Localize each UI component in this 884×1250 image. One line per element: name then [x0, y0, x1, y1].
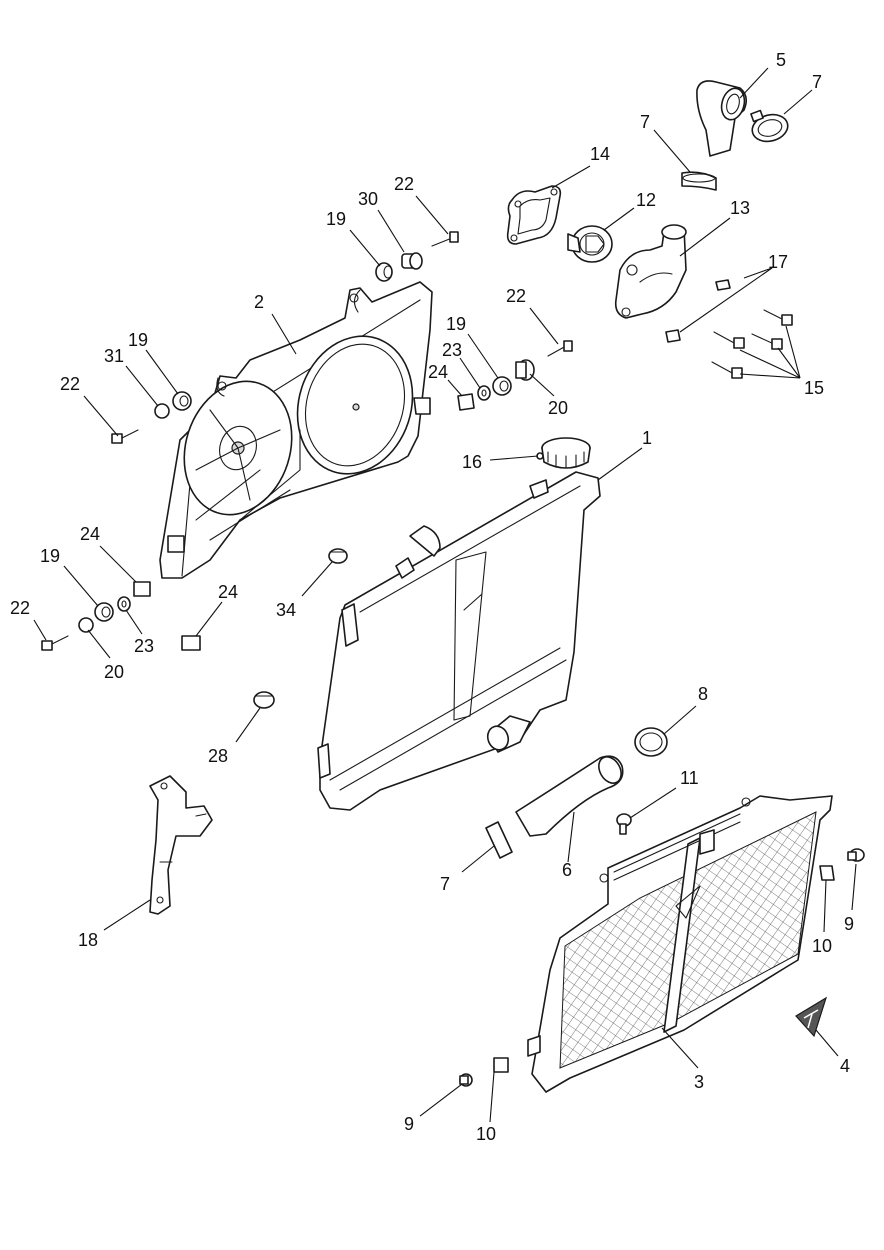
part-bolt-15d [711, 361, 743, 379]
part-bolt-22-lower [41, 635, 69, 651]
part-hose-clamp-middle [681, 171, 717, 191]
part-radiator-guard [527, 795, 833, 1093]
callout-8: 8 [698, 684, 708, 704]
part-dowel-pin-2 [665, 329, 681, 343]
part-gasket [506, 185, 562, 245]
callout-3: 3 [694, 1072, 704, 1092]
part-grommet-19-lower [94, 602, 114, 622]
callout-24-left-lower: 24 [218, 582, 238, 602]
part-screw-11 [616, 813, 632, 835]
part-thermostat [567, 225, 613, 263]
part-grommet-19-right [492, 376, 512, 396]
callout-18: 18 [78, 930, 98, 950]
part-dowel-pin-1 [715, 279, 731, 291]
part-grommet-19-top [375, 262, 393, 282]
part-lower-hose [515, 755, 624, 837]
part-clip-28 [253, 691, 275, 709]
callout-1: 1 [642, 428, 652, 448]
part-screw-9-right [847, 848, 865, 862]
callout-19-left: 19 [128, 330, 148, 350]
part-filler-cap [536, 437, 591, 469]
part-clip-24-right [457, 393, 475, 411]
callout-24-left-upper: 24 [80, 524, 100, 544]
part-bush-31 [154, 403, 170, 419]
part-bush-20-lower [78, 617, 94, 633]
callout-28: 28 [208, 746, 228, 766]
callout-34: 34 [276, 600, 296, 620]
part-hose-clamp-top [750, 109, 789, 143]
part-hose-clamp-lower [485, 821, 513, 859]
part-washer-23-lower [117, 596, 131, 612]
callout-7-top-right: 7 [812, 72, 822, 92]
part-grommet-19-left [172, 391, 192, 411]
part-badge-4 [795, 996, 828, 1038]
callout-23-right: 23 [442, 340, 462, 360]
part-bolt-22-right [547, 340, 573, 357]
callout-10-lower: 10 [476, 1124, 496, 1144]
part-screw-9-lower [459, 1073, 473, 1087]
callout-22-right: 22 [506, 286, 526, 306]
callout-5: 5 [776, 50, 786, 70]
part-fan-shroud [159, 281, 433, 579]
part-bolt-22-top [431, 231, 459, 247]
part-nut-10-lower [493, 1057, 509, 1073]
part-washer-23-right [477, 385, 491, 401]
callout-14: 14 [590, 144, 610, 164]
callout-6: 6 [562, 860, 572, 880]
part-spacer-30 [401, 252, 423, 270]
callout-22-lower: 22 [10, 598, 30, 618]
callout-7-clamp: 7 [640, 112, 650, 132]
leader-lines [33, 67, 857, 1123]
callout-10-right: 10 [812, 936, 832, 956]
part-hose-clamp-8 [634, 727, 668, 757]
callout-9-lower: 9 [404, 1114, 414, 1134]
part-bracket-18 [149, 775, 213, 915]
callout-19-top: 19 [326, 209, 346, 229]
callout-labels: 5 7 7 14 12 13 17 15 22 30 19 2 19 31 22… [10, 50, 854, 1144]
part-bush-20-right [515, 359, 535, 381]
callout-2: 2 [254, 292, 264, 312]
part-radiator [317, 471, 601, 811]
callout-12: 12 [636, 190, 656, 210]
part-hose-elbow [696, 80, 748, 157]
callout-24-right: 24 [428, 362, 448, 382]
part-clip-24-left-upper [133, 581, 151, 597]
callout-9-right: 9 [844, 914, 854, 934]
part-clip-34 [328, 548, 348, 564]
part-clip-24-left-lower [181, 635, 201, 651]
callout-4: 4 [840, 1056, 850, 1076]
part-nut-10-right [819, 865, 835, 881]
callout-22-left: 22 [60, 374, 80, 394]
callout-7-lower: 7 [440, 874, 450, 894]
callout-17: 17 [768, 252, 788, 272]
callout-20-lower: 20 [104, 662, 124, 682]
callout-19-lower: 19 [40, 546, 60, 566]
part-bolt-15a [763, 309, 793, 326]
part-bolt-15c [751, 333, 783, 350]
callout-11: 11 [680, 768, 699, 788]
callout-22-top: 22 [394, 174, 414, 194]
callout-16: 16 [462, 452, 482, 472]
callout-19-right: 19 [446, 314, 466, 334]
callout-15: 15 [804, 378, 824, 398]
callout-23-lower: 23 [134, 636, 154, 656]
callout-31: 31 [104, 346, 124, 366]
callout-20-right: 20 [548, 398, 568, 418]
part-thermostat-housing [614, 224, 687, 319]
callout-30: 30 [358, 189, 378, 209]
callout-13: 13 [730, 198, 750, 218]
part-bolt-22-left [111, 429, 139, 444]
part-bolt-15b [713, 331, 745, 349]
